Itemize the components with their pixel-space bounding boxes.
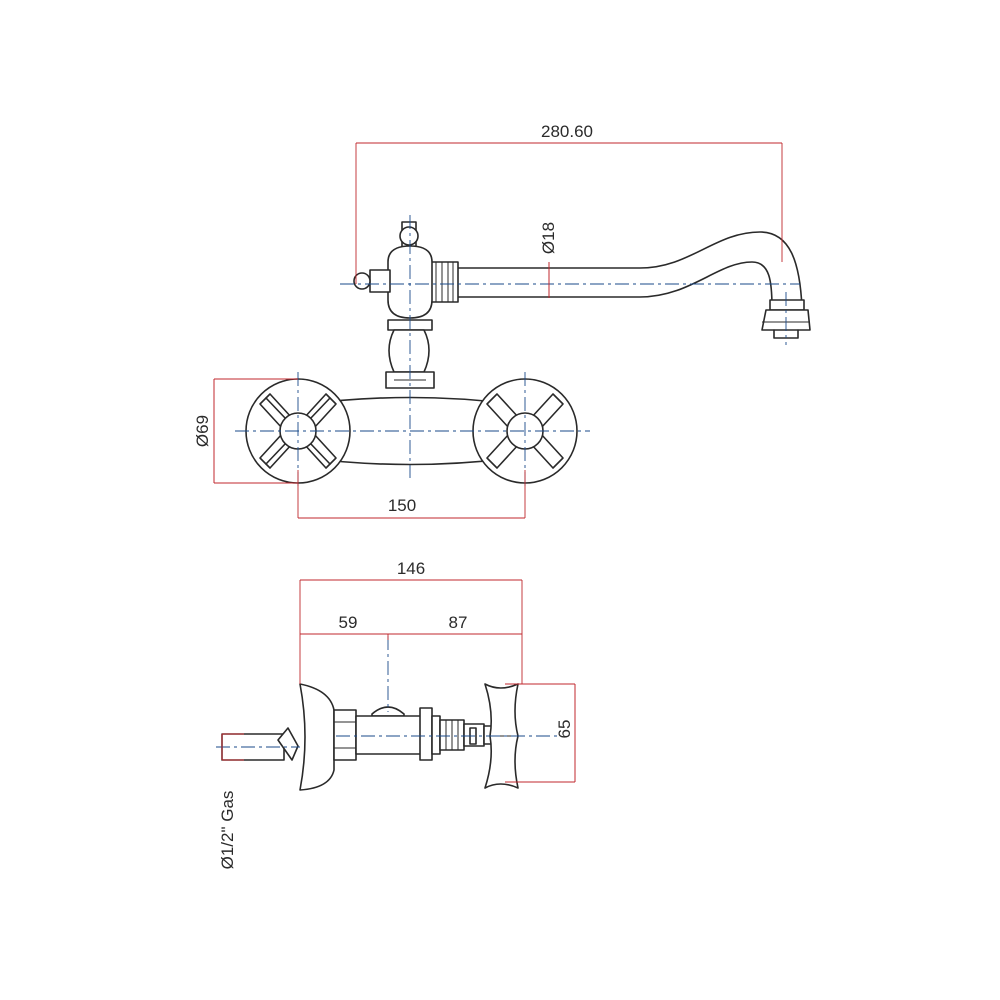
dimension-total-depth: 146 — [299, 559, 523, 684]
dimension-handle-height: 65 — [505, 683, 576, 783]
left-knob — [353, 269, 391, 293]
spout-collar — [427, 261, 459, 303]
spindle — [439, 719, 497, 751]
dimension-label-axis-to-handle: 87 — [449, 613, 468, 632]
dimension-spout-reach: 280.60 — [355, 122, 783, 284]
side-view: 146 59 87 65 Ø1/2" Gas — [216, 559, 576, 870]
dimension-label-handle-height: 65 — [555, 720, 574, 739]
side-body — [355, 706, 441, 761]
dimension-spout-diameter: Ø18 — [539, 222, 558, 298]
front-view: 280.60 Ø18 Ø69 150 — [193, 122, 811, 519]
dimension-label-handle-diameter: Ø69 — [193, 415, 212, 447]
dimension-label-centers: 150 — [388, 496, 416, 515]
dimension-centers: 150 — [297, 470, 526, 519]
dimension-inlet-thread: Ø1/2" Gas — [218, 733, 244, 870]
spout — [457, 231, 811, 339]
front-centerlines — [235, 215, 800, 490]
dimension-handle-diameter: Ø69 — [193, 378, 298, 484]
dimension-label-inlet-thread: Ø1/2" Gas — [218, 791, 237, 870]
dimension-split: 59 87 — [300, 613, 522, 640]
dimension-label-total-depth: 146 — [397, 559, 425, 578]
side-centerlines — [336, 636, 560, 737]
inlet-connector — [216, 727, 300, 761]
wall-flange — [299, 683, 335, 791]
hex-nut — [333, 709, 357, 761]
dimension-label-spout-reach: 280.60 — [541, 122, 593, 141]
dimension-label-wall-to-axis: 59 — [339, 613, 358, 632]
dimension-label-spout-diameter: Ø18 — [539, 222, 558, 254]
